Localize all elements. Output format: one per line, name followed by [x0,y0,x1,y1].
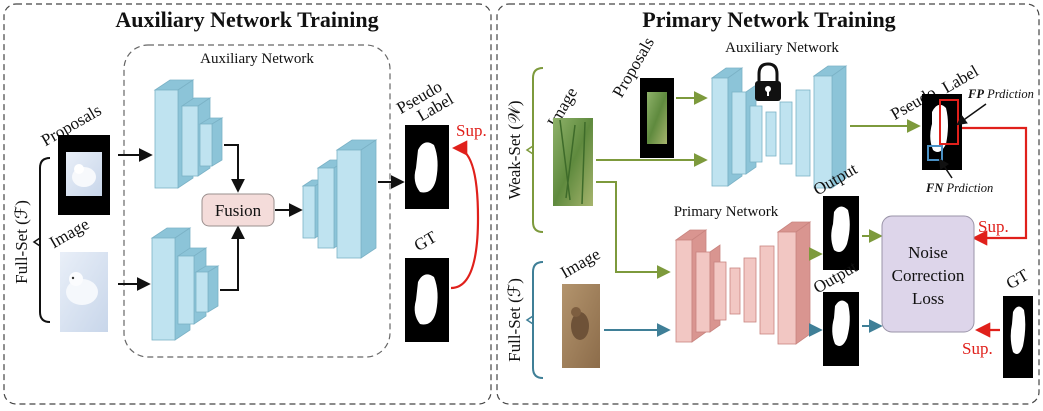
loss-line3: Loss [912,289,944,308]
fn-prediction-label: FN Prdiction [925,181,993,195]
fn-region [927,145,943,161]
fullset-label: Full-Set (ℱ) [12,200,31,284]
proposals-image-right [640,78,674,158]
arrow-upper-to-fusion [224,144,245,193]
weakset-label: Weak-Set (𝒲) [505,100,524,199]
pseudo-label-mask [405,125,449,209]
left-panel-border [3,3,492,405]
aux-net-label-right: Auxiliary Network [725,40,839,56]
fusion-label: Fusion [215,201,262,220]
pseudo-label-mask-right [922,94,962,170]
image-label-bottom: Image [557,244,603,282]
fp-pointer [956,103,987,126]
sup-label-bottom: Sup. [962,339,993,358]
fullset-bracket-right [532,261,544,379]
fusion-box [201,193,275,227]
right-panel-border [496,3,1040,405]
left-panel-title: Auxiliary Network Training [115,7,378,32]
fullset-image-right [562,284,600,368]
gt-mask-right [1003,296,1033,378]
loss-line2: Correction [892,266,965,285]
sup-label: Sup. [456,121,487,140]
supervision-arrow-top [962,126,1028,246]
sup-label-top: Sup. [978,217,1009,236]
arrow-image-to-primary [596,181,671,279]
noise-correction-loss-box [881,215,975,333]
input-image [60,252,108,332]
left-panel: Auxiliary Network Training Auxiliary Net… [3,3,492,405]
auxiliary-network-label: Auxiliary Network [200,51,314,67]
primary-net-label: Primary Network [674,204,779,220]
weakset-image [553,118,593,206]
lower-encoder [150,227,220,341]
fp-prediction-label: FP Prdiction [967,87,1034,101]
loss-line1: Noise [908,243,948,262]
arrow-lower-to-fusion [220,225,245,291]
gt-label-right: GT [1003,265,1033,293]
output-mask-bottom [823,292,859,366]
weakset-bracket [532,67,544,233]
aux-network-frozen [710,65,848,189]
upper-encoder [153,79,224,189]
output-mask-top [823,196,859,270]
auxiliary-network-box [123,44,391,358]
proposals-image [58,135,110,215]
decoder-stack [301,139,378,259]
fn-pointer [938,158,953,179]
fullset-label-right: Full-Set (ℱ) [505,278,524,362]
lock-icon [755,62,781,101]
right-panel-title: Primary Network Training [642,7,895,32]
image-label: Image [46,214,92,252]
primary-network [674,221,812,345]
supervision-arrow [450,140,480,290]
right-panel: Primary Network Training Weak-Set (𝒲) Fu… [496,3,1040,405]
fullset-bracket [39,157,51,323]
gt-mask [405,258,449,342]
gt-label: GT [411,227,441,255]
